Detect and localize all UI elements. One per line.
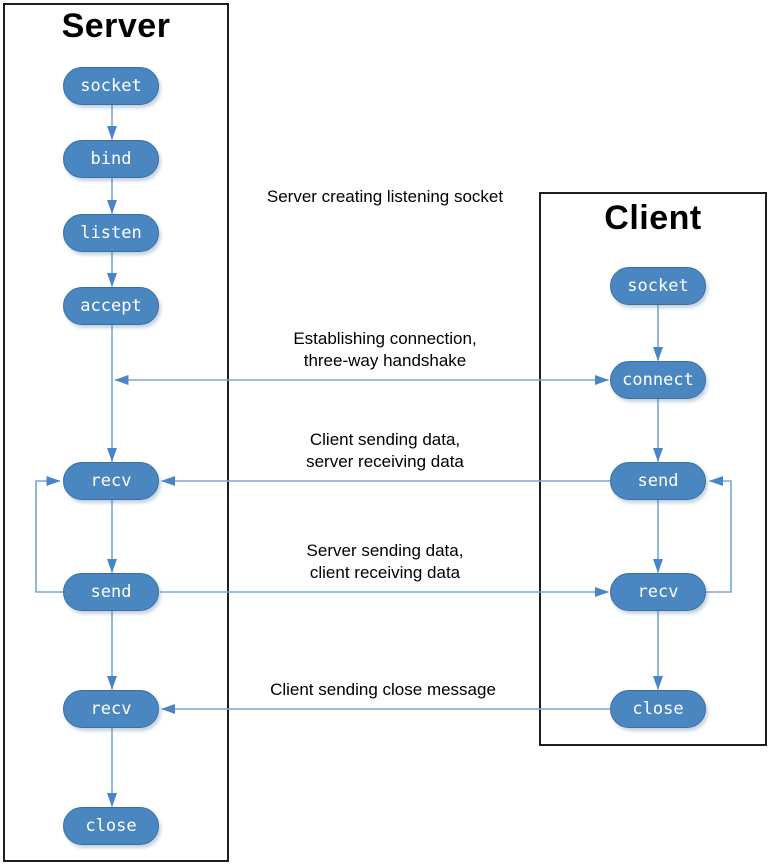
server-node-recv-2: recv <box>63 690 159 728</box>
server-node-listen: listen <box>63 214 159 252</box>
client-node-socket: socket <box>610 267 706 305</box>
annotation-handshake: Establishing connection, three-way hands… <box>293 329 477 370</box>
client-node-close: close <box>610 690 706 728</box>
server-node-accept: accept <box>63 287 159 325</box>
client-node-recv: recv <box>610 573 706 611</box>
client-node-send: send <box>610 462 706 500</box>
client-node-connect: connect <box>610 361 706 399</box>
client-box <box>539 192 767 746</box>
annotation-client-sending: Client sending data, server receiving da… <box>306 430 464 471</box>
server-node-send: send <box>63 573 159 611</box>
server-box <box>3 3 229 862</box>
client-title: Client <box>604 199 702 237</box>
annotation-listening-socket: Server creating listening socket <box>266 187 504 206</box>
annotation-close-message: Client sending close message <box>270 680 496 699</box>
server-title: Server <box>61 7 171 45</box>
annotation-server-sending: Server sending data, client receiving da… <box>306 541 464 582</box>
server-node-bind: bind <box>63 140 159 178</box>
server-node-recv: recv <box>63 462 159 500</box>
server-node-socket: socket <box>63 67 159 105</box>
server-node-close: close <box>63 807 159 845</box>
